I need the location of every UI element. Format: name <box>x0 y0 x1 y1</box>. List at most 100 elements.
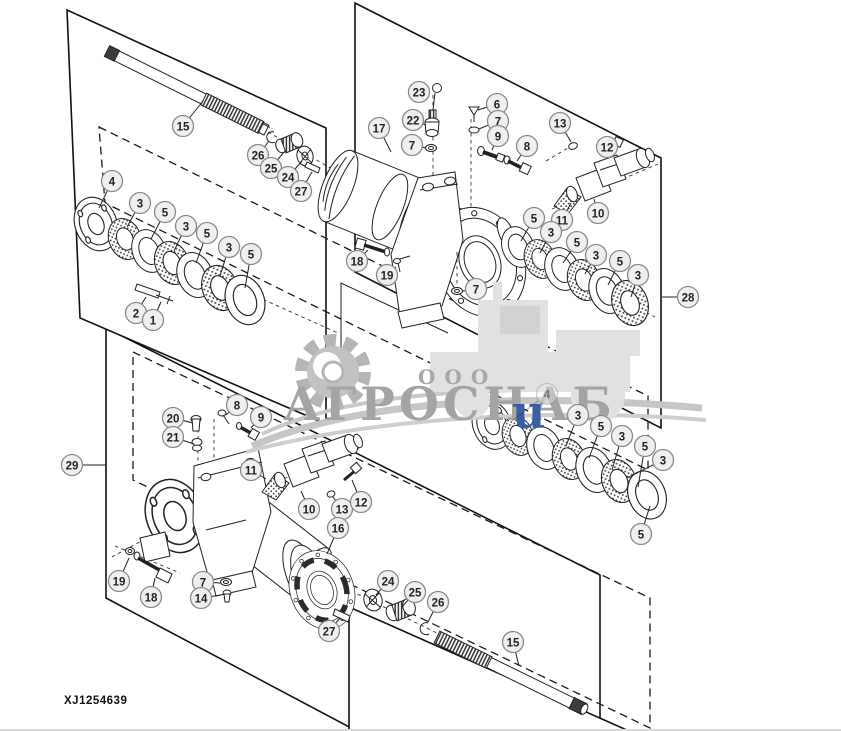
callout-29: 29 <box>60 453 106 477</box>
svg-text:28: 28 <box>682 292 695 304</box>
callout-16: 16 <box>326 516 350 555</box>
callout-18: 18 <box>139 577 163 609</box>
svg-text:13: 13 <box>336 504 349 516</box>
callout-layer: 1526252427435353521172322767981312111018… <box>60 80 700 667</box>
callout-8: 8 <box>225 393 249 417</box>
callout-5: 5 <box>588 414 613 459</box>
callout-3: 3 <box>539 220 563 254</box>
callout-25: 25 <box>401 580 427 608</box>
svg-text:3: 3 <box>548 227 554 239</box>
callout-24: 24 <box>276 160 303 189</box>
drawing-number: XJ1254639 <box>64 695 127 707</box>
callout-5: 5 <box>195 221 219 264</box>
svg-text:7: 7 <box>200 577 206 589</box>
callout-20: 20 <box>161 406 194 430</box>
panel-lower-left <box>105 326 601 731</box>
dashed-sheet-lower <box>132 350 651 730</box>
svg-text:27: 27 <box>295 186 308 198</box>
axle-shaft-upper <box>103 44 271 136</box>
svg-text:15: 15 <box>177 121 190 133</box>
svg-text:5: 5 <box>531 213 538 225</box>
callout-3: 3 <box>626 448 675 479</box>
callout-15: 15 <box>171 100 204 138</box>
svg-text:20: 20 <box>167 413 180 425</box>
callout-5: 5 <box>607 249 632 286</box>
svg-text:13: 13 <box>554 118 567 130</box>
bottom-edge-divider <box>0 729 841 731</box>
fasteners-upper-left <box>354 237 463 295</box>
svg-text:9: 9 <box>495 131 501 143</box>
dipstick-and-plug <box>424 83 442 152</box>
callout-5: 5 <box>239 242 263 289</box>
callout-21: 21 <box>161 425 195 449</box>
callout-18: 18 <box>345 249 369 273</box>
callout-5: 5 <box>562 230 589 264</box>
svg-text:4: 4 <box>544 389 551 401</box>
callout-1: 1 <box>141 301 165 332</box>
svg-text:24: 24 <box>382 576 395 588</box>
callout-4: 4 <box>511 382 559 422</box>
callout-10: 10 <box>297 490 321 521</box>
callout-5: 5 <box>150 200 177 240</box>
callout-19: 19 <box>375 263 399 287</box>
svg-text:17: 17 <box>373 123 386 135</box>
shaft-end-parts-upper <box>266 131 321 174</box>
callout-12: 12 <box>595 135 619 159</box>
callout-7: 7 <box>400 133 427 157</box>
svg-text:3: 3 <box>635 270 641 282</box>
fasteners-upper-center <box>468 106 532 176</box>
pedestal-bracket-upper <box>390 171 464 318</box>
svg-text:18: 18 <box>351 256 364 268</box>
callout-9: 9 <box>486 124 510 151</box>
svg-text:25: 25 <box>409 587 422 599</box>
callout-27: 27 <box>317 617 341 643</box>
callout-10: 10 <box>586 198 610 225</box>
svg-text:10: 10 <box>592 208 605 220</box>
callout-3: 3 <box>565 403 590 447</box>
watermark-ooo: ООО <box>418 365 497 389</box>
svg-text:2: 2 <box>133 308 139 320</box>
callout-3: 3 <box>173 214 198 252</box>
callout-19: 19 <box>107 557 131 593</box>
svg-text:11: 11 <box>245 465 258 477</box>
disc-stack-left <box>66 190 273 331</box>
callout-17: 17 <box>367 116 392 153</box>
callout-11: 11 <box>239 458 267 482</box>
svg-text:1: 1 <box>150 315 157 327</box>
svg-text:5: 5 <box>162 207 169 219</box>
callout-5: 5 <box>629 505 653 546</box>
svg-text:7: 7 <box>495 116 501 128</box>
svg-text:5: 5 <box>638 529 645 541</box>
svg-text:18: 18 <box>145 592 158 604</box>
callout-23: 23 <box>407 80 431 104</box>
callout-22: 22 <box>401 108 427 132</box>
svg-text:9: 9 <box>258 412 264 424</box>
callout-5: 5 <box>633 434 657 488</box>
svg-text:12: 12 <box>355 497 368 509</box>
callout-15: 15 <box>501 630 525 667</box>
svg-text:25: 25 <box>265 163 278 175</box>
shaft-end-parts-lower <box>363 588 430 636</box>
svg-text:21: 21 <box>167 432 180 444</box>
svg-text:5: 5 <box>617 256 624 268</box>
svg-text:3: 3 <box>575 410 581 422</box>
brake-valve-upper <box>553 136 655 215</box>
callout-26: 26 <box>426 590 450 623</box>
watermark-company: АГРОСНАБ <box>283 377 616 431</box>
callout-9: 9 <box>249 405 273 429</box>
svg-text:3: 3 <box>660 455 666 467</box>
disc-stack-right <box>495 217 656 332</box>
axle-shaft-lower <box>433 630 589 716</box>
callout-13: 13 <box>548 111 572 143</box>
callout-8: 8 <box>515 134 539 162</box>
callout-2: 2 <box>124 296 148 325</box>
bracket-foot-upper <box>397 302 445 329</box>
svg-text:5: 5 <box>642 441 649 453</box>
svg-text:26: 26 <box>432 597 445 609</box>
callout-3: 3 <box>126 191 152 228</box>
svg-text:5: 5 <box>204 228 211 240</box>
watermark-gear-icon <box>295 334 371 410</box>
svg-text:15: 15 <box>507 637 520 649</box>
svg-text:3: 3 <box>226 242 232 254</box>
